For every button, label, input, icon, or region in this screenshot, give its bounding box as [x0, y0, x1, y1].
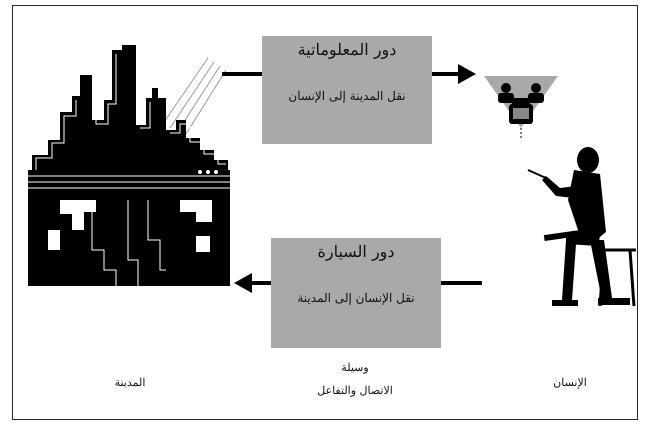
bottom-box: دور السيارة نقل الإنسان إلى المدينة: [271, 238, 441, 348]
man-figure: [527, 147, 630, 306]
city-reflection-cut: [48, 200, 212, 252]
city-label: المدينة: [114, 376, 146, 389]
bottom-box-subtitle: نقل الإنسان إلى المدينة: [297, 291, 415, 305]
city-reflection-lines: [91, 200, 166, 286]
top-box: دور المعلوماتية نقل المدينة إلى الإنسان: [262, 36, 432, 144]
city-skyline-top: [32, 45, 228, 170]
horizon-stripes: [28, 175, 230, 189]
city-illustration: [28, 45, 230, 286]
human-label: الإنسان: [553, 376, 587, 389]
people-group: [498, 83, 544, 106]
computer-screen: [513, 108, 529, 119]
medium-label-line1: وسيلة: [341, 361, 369, 374]
bottom-box-title: دور السيارة: [317, 242, 395, 261]
human-illustration: [484, 76, 636, 307]
stool: [598, 248, 636, 307]
medium-label-line2: الاتصال والتفاعل: [317, 384, 393, 397]
top-box-title: دور المعلوماتية: [297, 40, 397, 59]
city-outline-lines: [35, 54, 226, 172]
top-box-subtitle: نقل المدينة إلى الإنسان: [288, 89, 406, 103]
light-rays: [161, 57, 227, 135]
